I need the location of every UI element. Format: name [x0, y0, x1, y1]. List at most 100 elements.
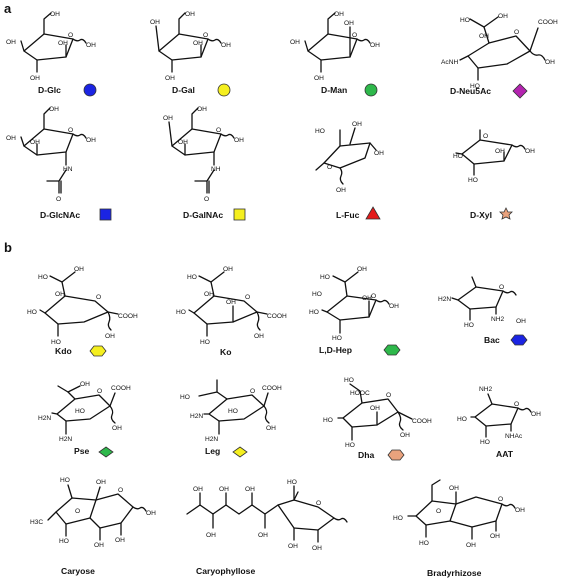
atom-label: H2N	[205, 436, 218, 443]
atom-label: O	[68, 32, 73, 39]
atom-label: HO	[38, 274, 48, 281]
name-dha: Dha	[358, 450, 374, 460]
atom-label: OH	[86, 137, 96, 144]
atom-label: OH	[94, 542, 104, 549]
atom-label: OH	[479, 33, 489, 40]
atom-label: HO	[480, 439, 490, 446]
symbol-d-man	[364, 83, 378, 97]
atom-label: HO	[393, 515, 403, 522]
name-d-xyl: D-Xyl	[470, 210, 492, 220]
atom-label: OH	[344, 20, 354, 27]
atom-label: OH	[96, 479, 106, 486]
atom-label: OH	[185, 11, 195, 18]
atom-label: O	[96, 294, 101, 301]
atom-label: O	[68, 127, 73, 134]
name-d-neu5ac: D-Neu5Ac	[450, 86, 491, 96]
atom-label: OH	[516, 318, 526, 325]
structure-caryophyllose: OH OH OH OH OH HO OH OH O	[186, 479, 348, 552]
atom-label: OH	[58, 40, 68, 47]
atom-label: OH	[221, 42, 231, 49]
atom-label: OH	[498, 13, 508, 20]
symbol-d-gal	[217, 83, 231, 97]
atom-label: AcNH	[441, 59, 458, 66]
atom-label: HO	[180, 394, 190, 401]
atom-label: OH	[6, 39, 16, 46]
symbol-leg	[232, 446, 248, 458]
atom-label: O	[371, 293, 376, 300]
atom-label: OH	[290, 39, 300, 46]
atom-label: O	[316, 500, 321, 507]
name-l-fuc: L-Fuc	[336, 210, 360, 220]
atom-label: HO	[176, 309, 186, 316]
atom-label: H2N	[59, 436, 72, 443]
atom-label: HO	[60, 477, 70, 484]
atom-label: HO	[187, 274, 197, 281]
symbol-d-galnac	[233, 208, 246, 221]
atom-label: OH	[163, 115, 173, 122]
symbol-pse	[98, 446, 114, 458]
atom-label: OH	[30, 139, 40, 146]
name-kdo: Kdo	[55, 346, 72, 356]
atom-label: COOH	[118, 313, 138, 320]
atom-label: OH	[525, 148, 535, 155]
panel-letter-b: b	[4, 240, 12, 255]
panel-letter-a: a	[4, 1, 12, 16]
atom-label: OH	[105, 333, 115, 340]
atom-label: OH	[178, 139, 188, 146]
atom-label: O	[216, 127, 221, 134]
name-bradyrhizose: Bradyrhizose	[427, 568, 482, 578]
symbol-dha	[387, 449, 405, 461]
atom-label: HO	[51, 339, 61, 346]
symbol-l-d-hep	[383, 344, 401, 356]
atom-label: HO	[457, 416, 467, 423]
atom-label: OH	[374, 150, 384, 157]
structure-d-gal: OH OH OH OH OH O	[150, 11, 231, 82]
atom-label: OH	[206, 532, 216, 539]
symbol-d-glcnac	[99, 208, 112, 221]
atom-label: OH	[49, 106, 59, 113]
atom-label: OH	[234, 137, 244, 144]
atom-label: O	[118, 487, 123, 494]
atom-label: COOH	[538, 19, 558, 26]
atom-label: OH	[226, 299, 236, 306]
structure-kdo: HO OH OH HO HO COOH OH O	[27, 266, 138, 346]
atom-label: O	[245, 294, 250, 301]
symbol-d-glc	[83, 83, 97, 97]
atom-label: OH	[193, 486, 203, 493]
atom-label: OH	[357, 266, 367, 273]
atom-label: H2N	[190, 413, 203, 420]
atom-label: OH	[55, 291, 65, 298]
atom-label: OH	[336, 187, 346, 194]
name-d-man: D-Man	[321, 85, 347, 95]
structure-caryose: HO OH H3C HO OH OH OH O O	[30, 477, 156, 549]
symbol-kdo	[89, 345, 107, 357]
atom-label: OH	[400, 432, 410, 439]
atom-label: OH	[389, 303, 399, 310]
atom-label: COOH	[262, 385, 282, 392]
atom-label: OH	[6, 135, 16, 142]
atom-label: NH2	[479, 386, 493, 393]
name-d-glc: D-Glc	[38, 85, 61, 95]
atom-label: O	[56, 196, 61, 203]
atom-label: OH	[362, 295, 372, 302]
atom-label: OH	[193, 40, 203, 47]
atom-label: OH	[515, 507, 525, 514]
structure-bac: H2N HO NH2 OH O	[438, 276, 526, 329]
atom-label: O	[327, 164, 332, 171]
atom-label: HO	[59, 538, 69, 545]
atom-label: OH	[312, 545, 322, 552]
structure-bradyrhizose: HO HO OH OH OH OH O O	[393, 479, 525, 549]
name-bac: Bac	[484, 335, 500, 345]
atom-label: HO	[344, 377, 354, 384]
structure-d-neu5ac: HO OH OH COOH AcNH HO OH O	[441, 13, 558, 90]
atom-label: OH	[531, 411, 541, 418]
atom-label: O	[483, 133, 488, 140]
name-leg: Leg	[205, 446, 220, 456]
atom-label: OH	[86, 42, 96, 49]
structure-ko: HO OH OH HO HO OH COOH OH O	[176, 266, 287, 346]
name-pse: Pse	[74, 446, 90, 456]
atom-label: HO	[464, 322, 474, 329]
atom-label: OH	[370, 42, 380, 49]
